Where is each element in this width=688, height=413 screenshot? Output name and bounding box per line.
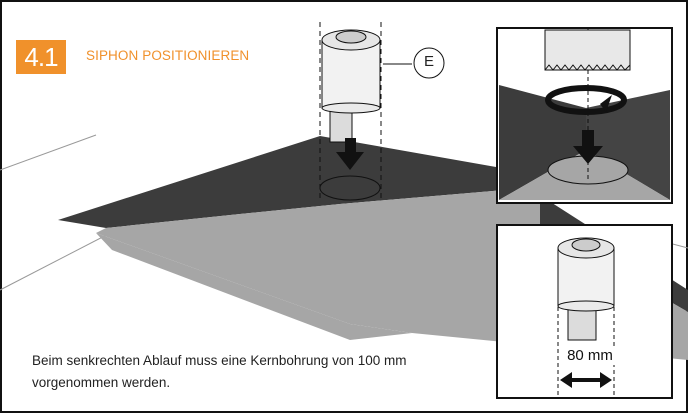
floor-edge-left <box>0 227 121 291</box>
floor-edge-top-left <box>0 134 97 171</box>
dimension-label: 80 mm <box>560 347 620 365</box>
siphon-body <box>321 39 381 109</box>
step-title: SIPHON POSITIONIEREN <box>86 48 250 63</box>
down-arrow <box>336 138 364 170</box>
callout-circle <box>413 47 445 79</box>
step-number-badge: 4.1 <box>16 40 66 74</box>
siphon-top-inner <box>335 30 367 44</box>
recess-floor-front <box>96 233 412 340</box>
instruction-caption: Beim senkrechten Ablauf muss eine Kernbo… <box>32 353 407 390</box>
callout-label-e: E <box>423 53 434 70</box>
siphon-body-base <box>321 102 381 114</box>
dimension-detail <box>557 237 615 395</box>
recess-back-wall <box>58 136 540 228</box>
rotation-detail <box>499 28 670 200</box>
